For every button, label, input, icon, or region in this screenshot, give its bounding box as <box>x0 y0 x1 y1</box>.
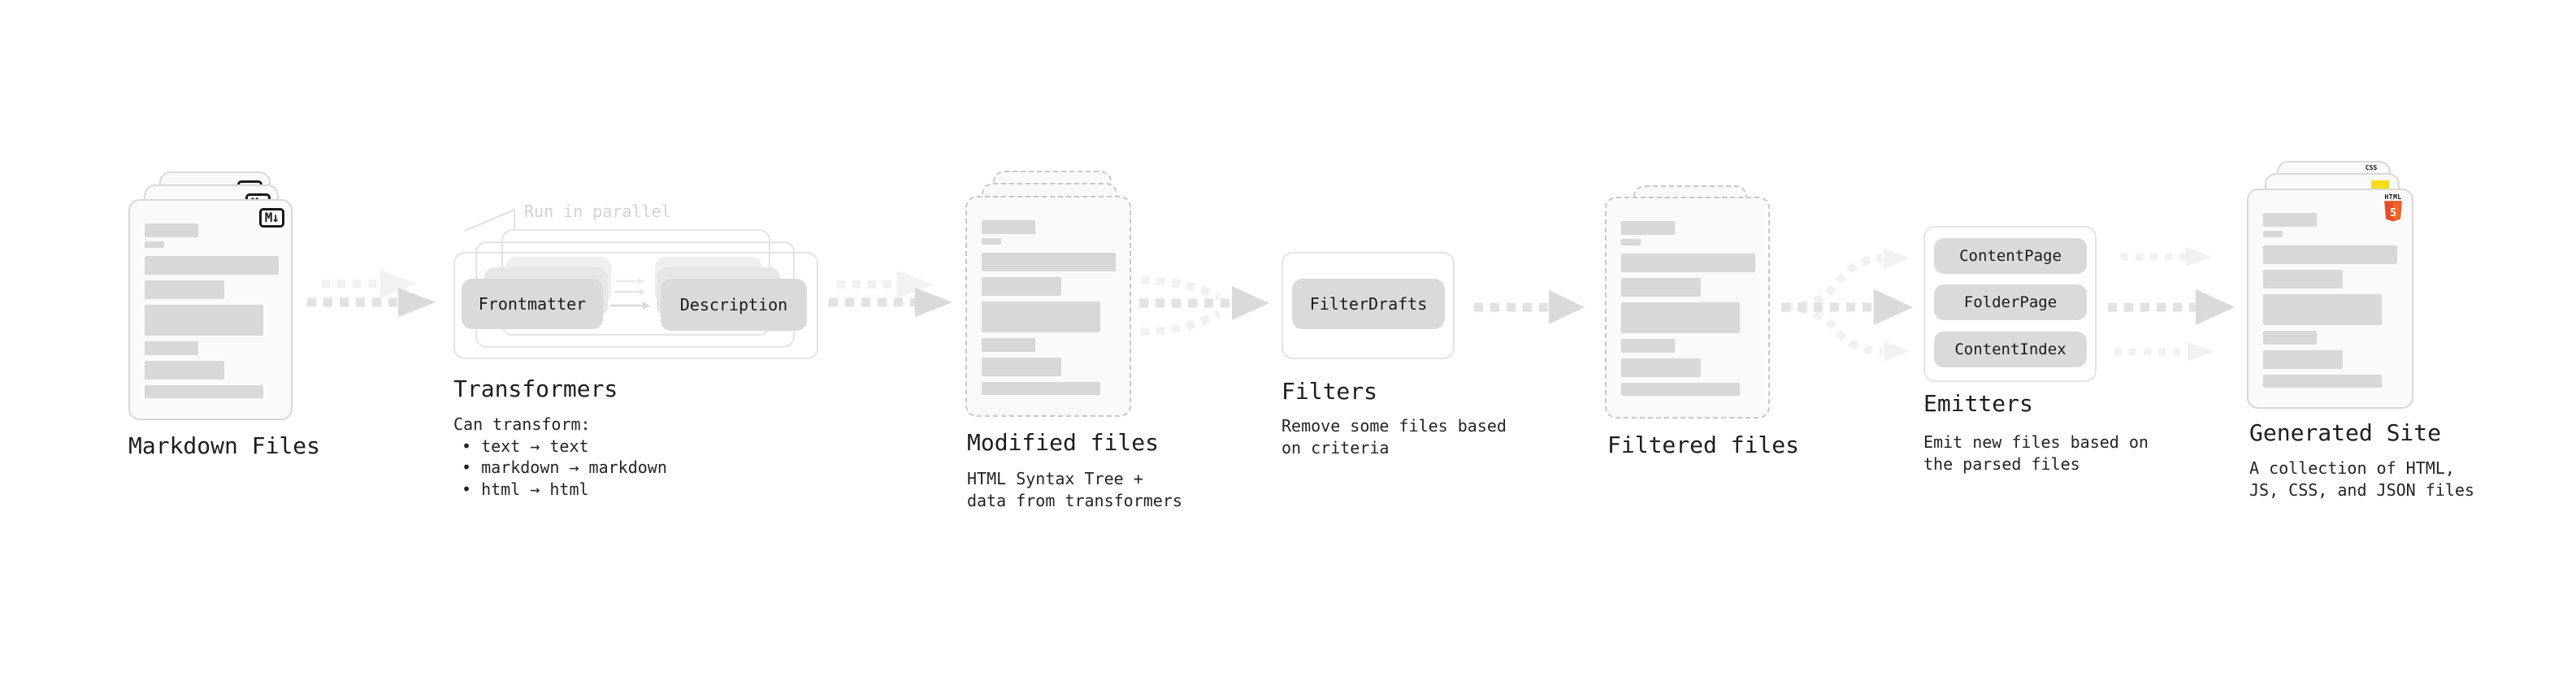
placeholder-text-bar <box>1621 339 1675 353</box>
placeholder-text-bar <box>145 241 164 248</box>
stage-label-transformers: Transformers <box>453 375 618 402</box>
generated-site-description: A collection of HTML, JS, CSS, and JSON … <box>2249 458 2474 501</box>
placeholder-text-bar <box>1621 254 1755 272</box>
desc-line: Can transform: <box>453 414 591 434</box>
arrow-emitters-to-site <box>2108 247 2235 362</box>
markdown-icon: M↓ <box>258 208 284 228</box>
stage-label-modified-files: Modified files <box>967 429 1160 456</box>
placeholder-text-bar <box>145 256 279 275</box>
html5-shield: 5 <box>2384 201 2402 222</box>
placeholder-text-bar <box>2263 375 2382 388</box>
emitters-description: Emit new files based on the parsed files <box>1923 432 2149 475</box>
contentpage-pill: ContentPage <box>1934 238 2087 274</box>
placeholder-text-bar <box>982 338 1035 352</box>
transformer-parallel-arrows <box>610 278 650 310</box>
file-card-front: M↓ <box>128 199 293 420</box>
placeholder-text-bar <box>2263 213 2317 227</box>
desc-line: data from transformers <box>967 490 1182 510</box>
placeholder-text-bar <box>2263 294 2382 325</box>
modified-files-description: HTML Syntax Tree + data from transformer… <box>967 468 1182 511</box>
placeholder-text-bar <box>982 277 1061 296</box>
placeholder-text-bar <box>982 253 1116 271</box>
description-pill: Description <box>661 279 807 331</box>
css-icon: CSS <box>2363 165 2379 171</box>
desc-line: the parsed files <box>1923 453 2080 474</box>
desc-bullet: • html → html <box>462 479 589 499</box>
file-card-front: HTML 5 <box>2247 189 2413 409</box>
desc-line: Remove some files based <box>1281 416 1507 436</box>
arrow-modified-to-filters <box>1139 276 1269 336</box>
transformers-description: Can transform: • text → text • markdown … <box>453 414 667 500</box>
placeholder-text-bar <box>2263 231 2283 237</box>
filters-box <box>1281 252 1455 359</box>
svg-text:5: 5 <box>2390 206 2396 219</box>
placeholder-text-bar <box>1621 302 1740 333</box>
placeholder-text-bar <box>982 220 1035 234</box>
placeholder-text-bar <box>982 382 1100 395</box>
placeholder-text-bar <box>1621 221 1675 235</box>
stage-label-filters: Filters <box>1281 378 1378 405</box>
stage-label-emitters: Emitters <box>1923 390 2033 417</box>
placeholder-text-bar <box>145 341 198 355</box>
desc-line: JS, CSS, and JSON files <box>2249 479 2474 500</box>
placeholder-text-bar <box>982 301 1100 332</box>
desc-line: Emit new files based on <box>1923 432 2149 452</box>
desc-line: A collection of HTML, <box>2249 458 2455 478</box>
placeholder-text-bar <box>145 280 224 299</box>
placeholder-text-bar <box>2263 331 2317 345</box>
placeholder-text-bar <box>2263 245 2397 264</box>
file-card-front <box>1605 197 1770 419</box>
html5-icon: HTML 5 <box>2383 193 2404 226</box>
placeholder-text-bar <box>1621 383 1740 396</box>
placeholder-text-bar <box>2263 350 2343 369</box>
arrow-transformers-to-modified <box>829 271 952 317</box>
arrow-filtered-to-emitters <box>1781 248 1913 362</box>
desc-line: HTML Syntax Tree + <box>967 469 1143 488</box>
run-in-parallel-connector <box>464 208 515 232</box>
placeholder-text-bar <box>1621 239 1641 245</box>
arrow-markdown-to-transformers <box>307 270 436 317</box>
desc-bullet: • markdown → markdown <box>462 458 667 477</box>
html5-wordmark: HTML <box>2384 193 2402 201</box>
placeholder-text-bar <box>145 305 263 336</box>
stage-label-markdown-files: Markdown Files <box>128 432 321 459</box>
file-card-front <box>965 196 1131 417</box>
stage-label-filtered-files: Filtered files <box>1607 432 1800 458</box>
placeholder-text-bar <box>982 238 1001 245</box>
placeholder-text-bar <box>1621 278 1701 297</box>
contentindex-pill: ContentIndex <box>1934 332 2087 367</box>
placeholder-text-bar <box>1621 358 1701 377</box>
css-wordmark: CSS <box>2365 164 2378 171</box>
filterdrafts-pill: FilterDrafts <box>1292 279 1445 329</box>
transformer-box-front <box>453 252 818 359</box>
stage-label-generated-site: Generated Site <box>2249 419 2442 446</box>
arrow-filters-to-filtered <box>1474 290 1585 324</box>
placeholder-text-bar <box>145 361 224 380</box>
emitters-box <box>1923 226 2097 382</box>
folderpage-pill: FolderPage <box>1934 284 2087 320</box>
placeholder-text-bar <box>982 358 1061 376</box>
placeholder-text-bar <box>145 223 198 237</box>
filters-description: Remove some files based on criteria <box>1281 415 1507 458</box>
run-in-parallel-annotation: Run in parallel <box>524 202 671 221</box>
placeholder-text-bar <box>2263 270 2343 288</box>
placeholder-text-bar <box>145 385 263 398</box>
desc-bullet: • text → text <box>462 436 589 456</box>
desc-line: on criteria <box>1281 437 1390 458</box>
frontmatter-pill: Frontmatter <box>462 279 603 329</box>
